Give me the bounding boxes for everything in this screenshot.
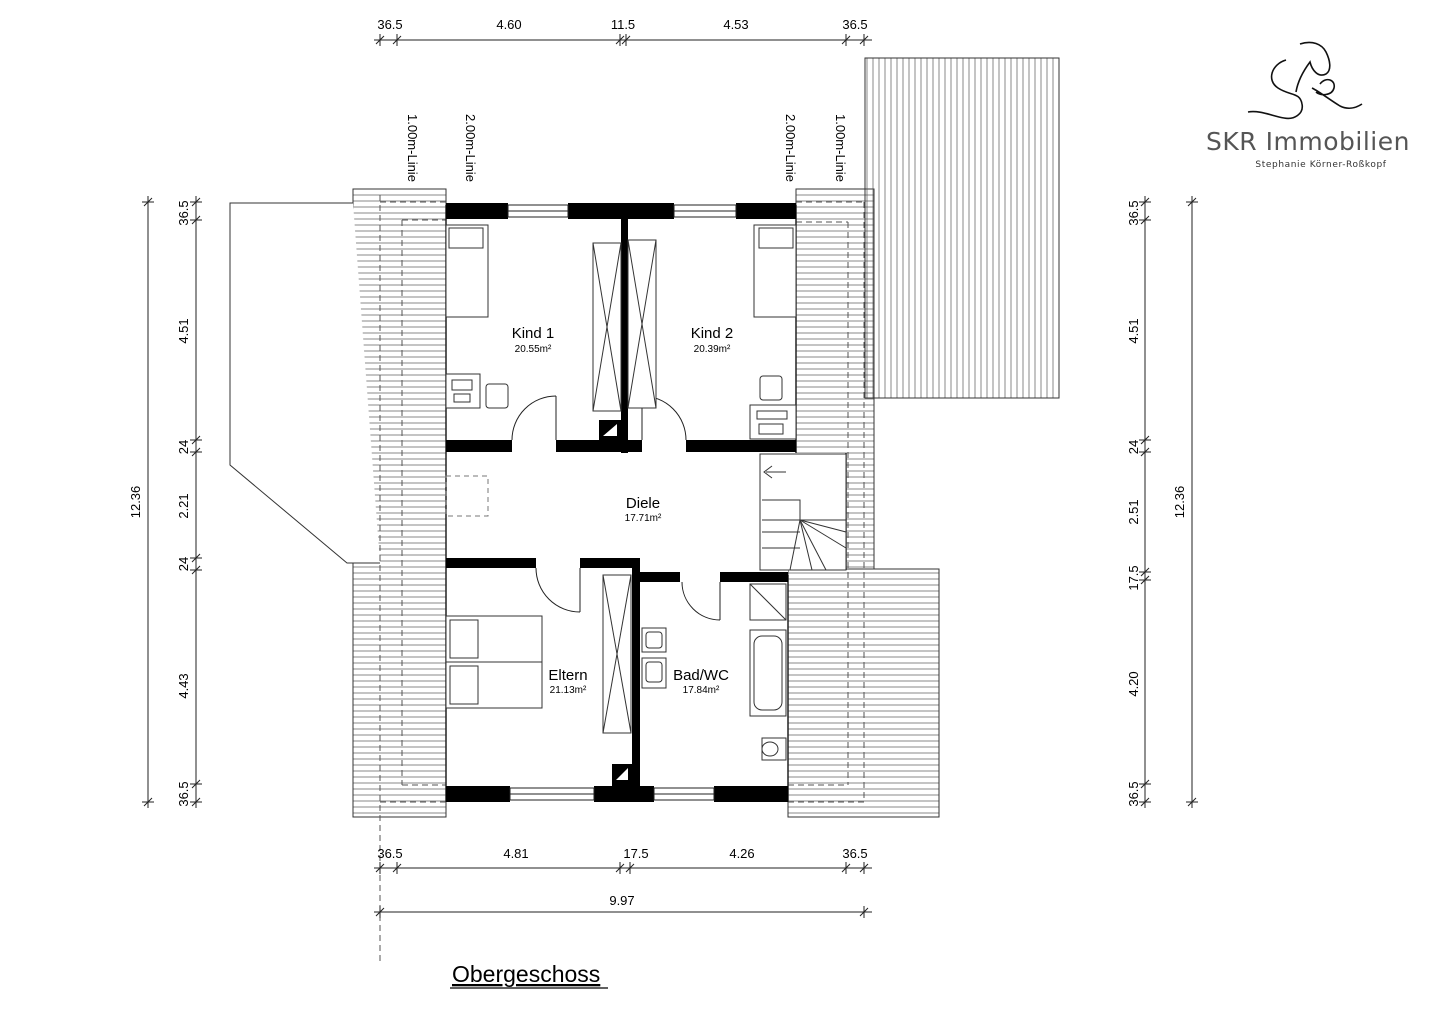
label-2m-right: 2.00m-Linie — [783, 114, 798, 182]
dim-total-width: 9.97 — [609, 893, 634, 908]
dim-right-1: 36.5 — [1126, 200, 1141, 225]
dim-left: 36.5 4.51 24 2.21 24 4.43 36.5 12.36 — [128, 196, 202, 808]
dim-left-5: 24 — [176, 557, 191, 571]
room-bad-area: 17.84m² — [683, 685, 720, 696]
dim-left-total: 12.36 — [128, 486, 143, 519]
horse-logo-icon — [1247, 41, 1363, 120]
dim-left-2: 4.51 — [176, 318, 191, 343]
dim-right: 36.5 4.51 24 2.51 17.5 4.20 36.5 12.36 — [1126, 196, 1198, 808]
dim-right-7: 36.5 — [1126, 781, 1141, 806]
windows — [507, 204, 737, 801]
label-2m-left: 2.00m-Linie — [463, 114, 478, 182]
dim-top-2: 4.60 — [496, 17, 521, 32]
dim-bottom-2: 4.81 — [503, 846, 528, 861]
solar-panel — [864, 57, 1060, 399]
dim-left-1: 36.5 — [176, 200, 191, 225]
skylight — [445, 475, 489, 517]
dim-right-5: 17.5 — [1126, 565, 1141, 590]
wall-mid-2 — [556, 440, 642, 452]
dim-left-3: 24 — [176, 440, 191, 454]
wall-bottom-3 — [714, 786, 788, 802]
dim-bottom-5: 36.5 — [842, 846, 867, 861]
dim-right-2: 4.51 — [1126, 318, 1141, 343]
dim-top-5: 36.5 — [842, 17, 867, 32]
dim-left-6: 4.43 — [176, 673, 191, 698]
dim-top-4: 4.53 — [723, 17, 748, 32]
dim-right-6: 4.20 — [1126, 671, 1141, 696]
room-eltern-area: 21.13m² — [550, 685, 587, 696]
chair-kind2 — [759, 375, 783, 401]
wall-low-3 — [640, 572, 680, 582]
dim-top-1: 36.5 — [377, 17, 402, 32]
wall-kind-divider — [621, 219, 628, 453]
logo-name: SKR Immobilien — [1206, 127, 1410, 156]
doors — [511, 395, 721, 621]
wall-low-4 — [720, 572, 788, 582]
dim-bottom-4: 4.26 — [729, 846, 754, 861]
wall-mid-3 — [686, 440, 796, 452]
height-lines — [379, 195, 865, 965]
dim-right-total: 12.36 — [1172, 486, 1187, 519]
dim-bottom: 36.5 4.81 17.5 4.26 36.5 9.97 — [374, 846, 872, 918]
room-kind2-name: Kind 2 — [691, 325, 734, 342]
wall-low-1 — [446, 558, 536, 568]
room-kind1-name: Kind 1 — [512, 325, 555, 342]
staircase — [759, 453, 847, 571]
wall-bottom-2 — [594, 786, 654, 802]
chimney-symbols — [603, 424, 628, 780]
room-kind2-area: 20.39m² — [694, 344, 731, 355]
room-eltern-name: Eltern — [548, 667, 587, 684]
dim-right-3: 24 — [1126, 440, 1141, 454]
room-kind1-area: 20.55m² — [515, 344, 552, 355]
label-1m-left: 1.00m-Linie — [405, 114, 420, 182]
room-diele-name: Diele — [626, 495, 660, 512]
plan-title: Obergeschoss — [452, 961, 600, 987]
height-line-labels: 1.00m-Linie 2.00m-Linie 2.00m-Linie 1.00… — [405, 114, 848, 182]
wall-top-2 — [568, 203, 674, 219]
label-1m-right: 1.00m-Linie — [833, 114, 848, 182]
company-logo: SKR Immobilien Stephanie Körner-Roßkopf — [1206, 41, 1410, 170]
dim-left-7: 36.5 — [176, 781, 191, 806]
desk-kind1 — [445, 373, 481, 409]
dim-bottom-1: 36.5 — [377, 846, 402, 861]
wardrobes — [592, 239, 657, 734]
wall-low-2 — [580, 558, 640, 568]
wall-top-3 — [736, 203, 796, 219]
dim-bottom-3: 17.5 — [623, 846, 648, 861]
dim-right-4: 2.51 — [1126, 499, 1141, 524]
logo-owner: Stephanie Körner-Roßkopf — [1255, 160, 1386, 170]
walls — [446, 203, 796, 802]
chair-kind1 — [485, 383, 509, 409]
room-labels: Kind 1 20.55m² Kind 2 20.39m² Diele 17.7… — [512, 325, 734, 696]
dim-top-3: 11.5 — [611, 17, 635, 32]
dim-left-4: 2.21 — [176, 493, 191, 518]
dormer-outline — [229, 202, 380, 564]
wall-bath-divider — [632, 568, 640, 786]
furniture — [445, 224, 797, 761]
room-diele-area: 17.71m² — [625, 513, 662, 524]
room-bad-name: Bad/WC — [673, 667, 729, 684]
wall-mid-1 — [446, 440, 512, 452]
wall-top-1 — [446, 203, 508, 219]
dim-top: 36.5 4.60 11.5 4.53 36.5 — [374, 17, 872, 46]
wall-bottom-1 — [446, 786, 510, 802]
